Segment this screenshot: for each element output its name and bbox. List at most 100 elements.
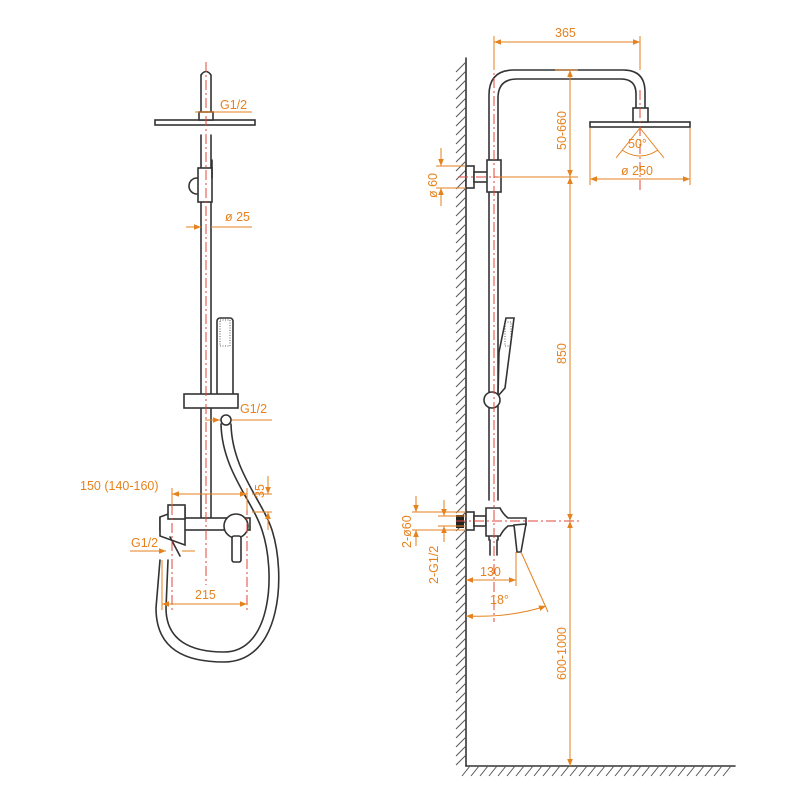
dim-front-inlet-thread: G1/2: [130, 536, 195, 554]
dim-floor-height: 600-1000: [555, 521, 573, 766]
dim-arm-reach: 365: [493, 26, 641, 70]
dim-column-height: 850: [498, 176, 578, 521]
wall-hatch-line: [455, 196, 467, 208]
wall-hatch-line: [455, 727, 467, 739]
dim-head-diameter: ø 250: [589, 128, 691, 185]
wall-hatch-line: [455, 394, 467, 406]
wall-hatch-line: [455, 691, 467, 703]
wall-hatch-line: [455, 367, 467, 379]
wall-hatch-line: [455, 88, 467, 100]
wall-hatch-line: [455, 304, 467, 316]
floor-hatch-line: [560, 765, 570, 777]
label-arm-reach: 365: [555, 26, 576, 40]
wall-hatch-line: [455, 637, 467, 649]
wall-hatch-line: [455, 628, 467, 640]
floor-hatch-line: [605, 765, 615, 777]
label-pipe-diameter: ø 25: [225, 210, 250, 224]
wall-hatch-line: [455, 178, 467, 190]
dim-front-top-thread: G1/2: [195, 98, 252, 113]
floor-hatch-line: [722, 765, 732, 777]
floor-hatch-line: [479, 765, 489, 777]
dim-front-hose-thread: G1/2: [205, 402, 272, 423]
front-mixer: [159, 504, 251, 563]
wall-hatch-line: [455, 295, 467, 307]
floor-hatch-line: [695, 765, 705, 777]
label-spray-angle: 50°: [628, 137, 647, 151]
wall-hatch-line: [455, 349, 467, 361]
wall-hatch-line: [455, 502, 467, 514]
floor-hatch-line: [533, 765, 543, 777]
wall-hatch-line: [455, 97, 467, 109]
floor-hatch-line: [623, 765, 633, 777]
label-mixer-width: 215: [195, 588, 216, 602]
floor-hatch-line: [578, 765, 588, 777]
wall-hatch-line: [455, 592, 467, 604]
label-head-diameter: ø 250: [621, 164, 653, 178]
wall-hatch-line: [455, 232, 467, 244]
wall-hatch-line: [455, 124, 467, 136]
wall-hatch-line: [455, 340, 467, 352]
wall-hatch-line: [455, 718, 467, 730]
wall-hatch-line: [455, 619, 467, 631]
wall-hatch-line: [455, 745, 467, 757]
wall-hatch-line: [455, 565, 467, 577]
dim-spray-angle: 50°: [615, 127, 665, 159]
wall-hatch-line: [455, 448, 467, 460]
wall-hatch-line: [455, 250, 467, 262]
wall-hatch-line: [455, 61, 467, 73]
label-inlet-flange: 2-ø60: [400, 515, 414, 548]
floor-hatch-line: [641, 765, 651, 777]
side-view: 365 50-660 850 600-1000 50°: [400, 26, 736, 777]
wall-hatch-line: [455, 331, 467, 343]
wall-hatch-line: [455, 421, 467, 433]
wall-hatch-line: [455, 358, 467, 370]
floor-hatch-line: [515, 765, 525, 777]
wall-hatch-line: [455, 664, 467, 676]
wall-hatch-line: [455, 484, 467, 496]
dim-bracket-diameter: ø 60: [426, 148, 466, 206]
wall-hatch-line: [455, 133, 467, 145]
wall-hatch-line: [455, 187, 467, 199]
wall-hatch-line: [455, 403, 467, 415]
wall-hatch-line: [455, 475, 467, 487]
dim-head-drop: 50-660: [555, 69, 578, 177]
dim-mixer-width: 215: [161, 560, 247, 610]
wall-hatch-line: [455, 322, 467, 334]
wall-hatch-line: [455, 142, 467, 154]
dim-mixer-offset: 35: [252, 476, 272, 530]
front-view: G1/2 ø 25 G1/2 150 (140-160) 35: [80, 62, 280, 663]
wall-hatch-line: [455, 214, 467, 226]
floor-hatch-line: [470, 765, 480, 777]
dim-inlet-flange: 2-ø60: [400, 496, 466, 548]
wall-hatch-line: [455, 259, 467, 271]
label-floor-height: 600-1000: [555, 627, 569, 680]
floor-hatch-line: [614, 765, 624, 777]
wall-hatch-line: [455, 457, 467, 469]
front-hose: [155, 423, 280, 663]
wall-hatch-line: [455, 754, 467, 766]
label-mixer-offset: 35: [253, 484, 267, 498]
floor-hatch-line: [713, 765, 723, 777]
floor-hatch-line: [569, 765, 579, 777]
label-front-inlet-thread: G1/2: [131, 536, 158, 550]
floor-hatch-line: [650, 765, 660, 777]
label-bracket-diameter: ø 60: [426, 173, 440, 198]
label-mixer-depth: 130: [480, 565, 501, 579]
label-lever-angle: 18°: [490, 593, 509, 607]
front-hand-shower: [183, 317, 239, 426]
side-hand-shower: [483, 317, 515, 409]
wall-hatch-line: [455, 439, 467, 451]
label-head-drop: 50-660: [555, 111, 569, 150]
wall-hatch-line: [455, 601, 467, 613]
wall-hatch-line: [455, 547, 467, 559]
wall-hatch-line: [455, 430, 467, 442]
wall-hatch-line: [455, 205, 467, 217]
wall-hatch-line: [455, 268, 467, 280]
floor-hatch-line: [461, 765, 471, 777]
label-hose-thread: G1/2: [240, 402, 267, 416]
side-wall-bracket: [465, 159, 502, 193]
wall-hatch-line: [455, 466, 467, 478]
wall-hatch-line: [455, 79, 467, 91]
wall: [455, 57, 467, 767]
wall-hatch-line: [455, 376, 467, 388]
